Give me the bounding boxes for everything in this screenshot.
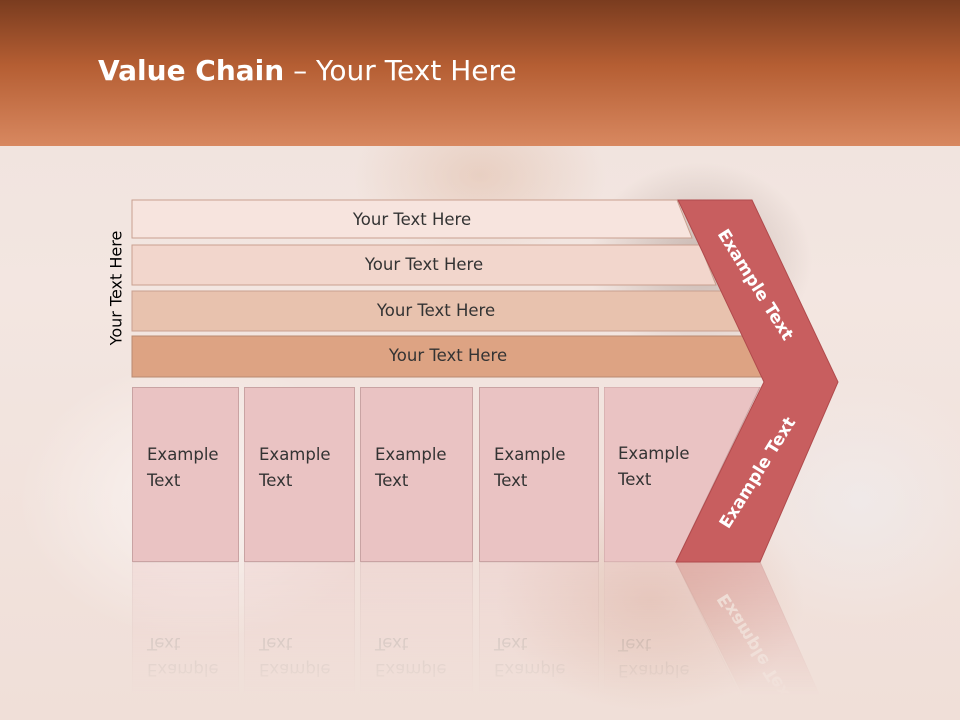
reflection: Example Text Example Text Example Text E… — [0, 562, 960, 720]
example-box-3: Example Text — [360, 387, 473, 562]
reflection-box-5-fill — [604, 562, 761, 720]
example-box-3-line2: Text — [375, 471, 409, 490]
reflection-box-5-shape — [604, 562, 761, 720]
band-2: Your Text Here — [131, 244, 717, 286]
example-box-5-line1: Example — [618, 444, 690, 463]
title-bold: Value Chain — [98, 54, 285, 87]
example-box-4-line2: Text — [494, 471, 528, 490]
slide-title: Value Chain – Your Text Here — [98, 54, 517, 87]
reflection-inner: Example Text Example Text Example Text E… — [0, 562, 960, 720]
band-4-label: Your Text Here — [388, 345, 508, 365]
example-box-2-line2: Text — [259, 471, 293, 490]
band-4: Your Text Here — [131, 335, 765, 378]
example-box-2-line1: Example — [259, 445, 331, 464]
reflection-chevron — [675, 562, 839, 720]
example-box-5: Example Text — [604, 387, 764, 562]
band-1-label: Your Text Here — [352, 209, 472, 229]
reflection-box-5: Example Text — [604, 562, 764, 720]
band-3: Your Text Here — [131, 290, 741, 332]
example-box-3-line1: Example — [375, 445, 447, 464]
example-box-2: Example Text — [244, 387, 355, 562]
example-box-1-line1: Example — [147, 445, 219, 464]
reflection-chevron-fill — [675, 562, 839, 720]
example-box-1: Example Text — [132, 387, 239, 562]
side-label: Your Text Here — [106, 230, 126, 346]
band-1: Your Text Here — [131, 199, 693, 239]
example-box-1-line2: Text — [147, 471, 181, 490]
title-rest: – Your Text Here — [284, 54, 517, 87]
band-3-label: Your Text Here — [376, 300, 496, 320]
band-2-label: Your Text Here — [364, 254, 484, 274]
header-bar — [0, 0, 960, 146]
example-box-4-line1: Example — [494, 445, 566, 464]
example-box-5-line2: Text — [618, 470, 652, 489]
example-box-4: Example Text — [479, 387, 599, 562]
